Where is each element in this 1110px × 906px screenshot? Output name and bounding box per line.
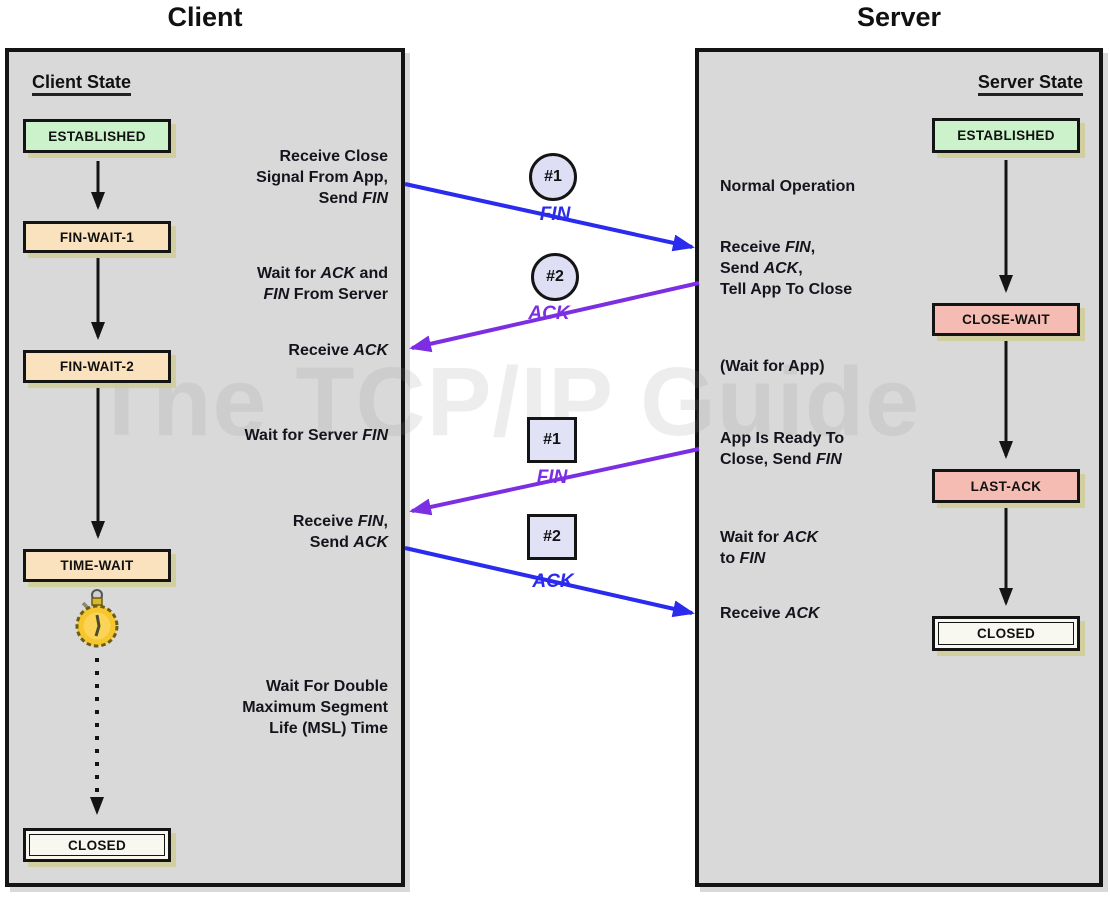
message-3-badge: #1	[527, 417, 577, 463]
stopwatch-icon	[75, 589, 119, 648]
state-client-fin-wait-2: FIN-WAIT-2	[23, 350, 171, 383]
server-annotation-normal-operation: Normal Operation	[720, 178, 856, 195]
message-2-badge: #2	[531, 253, 579, 301]
state-client-fin-wait-1: FIN-WAIT-1	[23, 221, 171, 253]
server-panel	[695, 48, 1103, 887]
state-server-closed: CLOSED	[932, 616, 1080, 651]
fin-1-label: FIN	[539, 204, 571, 225]
server-annotation-receive-fin: Receive FIN,Send ACK,Tell App To Close	[720, 239, 853, 298]
server-annotation-receive-ack: Receive ACK	[720, 605, 820, 622]
server-state-header-text: Server State	[977, 72, 1083, 96]
ack-2-label: ACK	[532, 571, 574, 592]
client-title: Client	[167, 2, 243, 32]
client-annotation-receive-fin: Receive FIN,Send ACK	[292, 513, 388, 551]
client-annotation-wait-server-fin: Wait for Server FIN	[244, 427, 388, 444]
server-annotation-wait-for-app: (Wait for App)	[720, 358, 825, 375]
ack-1-label: ACK	[528, 303, 570, 324]
state-client-closed: CLOSED	[23, 828, 171, 862]
fin-2-label: FIN	[536, 467, 568, 488]
state-server-last-ack: LAST-ACK	[932, 469, 1080, 503]
server-state-header: Server State	[935, 72, 1083, 96]
client-panel	[5, 48, 405, 887]
message-4-badge: #2	[527, 514, 577, 560]
client-state-header: Client State	[32, 72, 132, 96]
state-server-established: ESTABLISHED	[932, 118, 1080, 153]
state-server-close-wait: CLOSE-WAIT	[932, 303, 1080, 336]
message-1-badge: #1	[529, 153, 577, 201]
server-title: Server	[856, 2, 942, 32]
client-state-header-text: Client State	[32, 72, 132, 96]
state-client-established: ESTABLISHED	[23, 119, 171, 153]
state-client-time-wait: TIME-WAIT	[23, 549, 171, 582]
client-annotation-receive-ack: Receive ACK	[288, 342, 388, 359]
